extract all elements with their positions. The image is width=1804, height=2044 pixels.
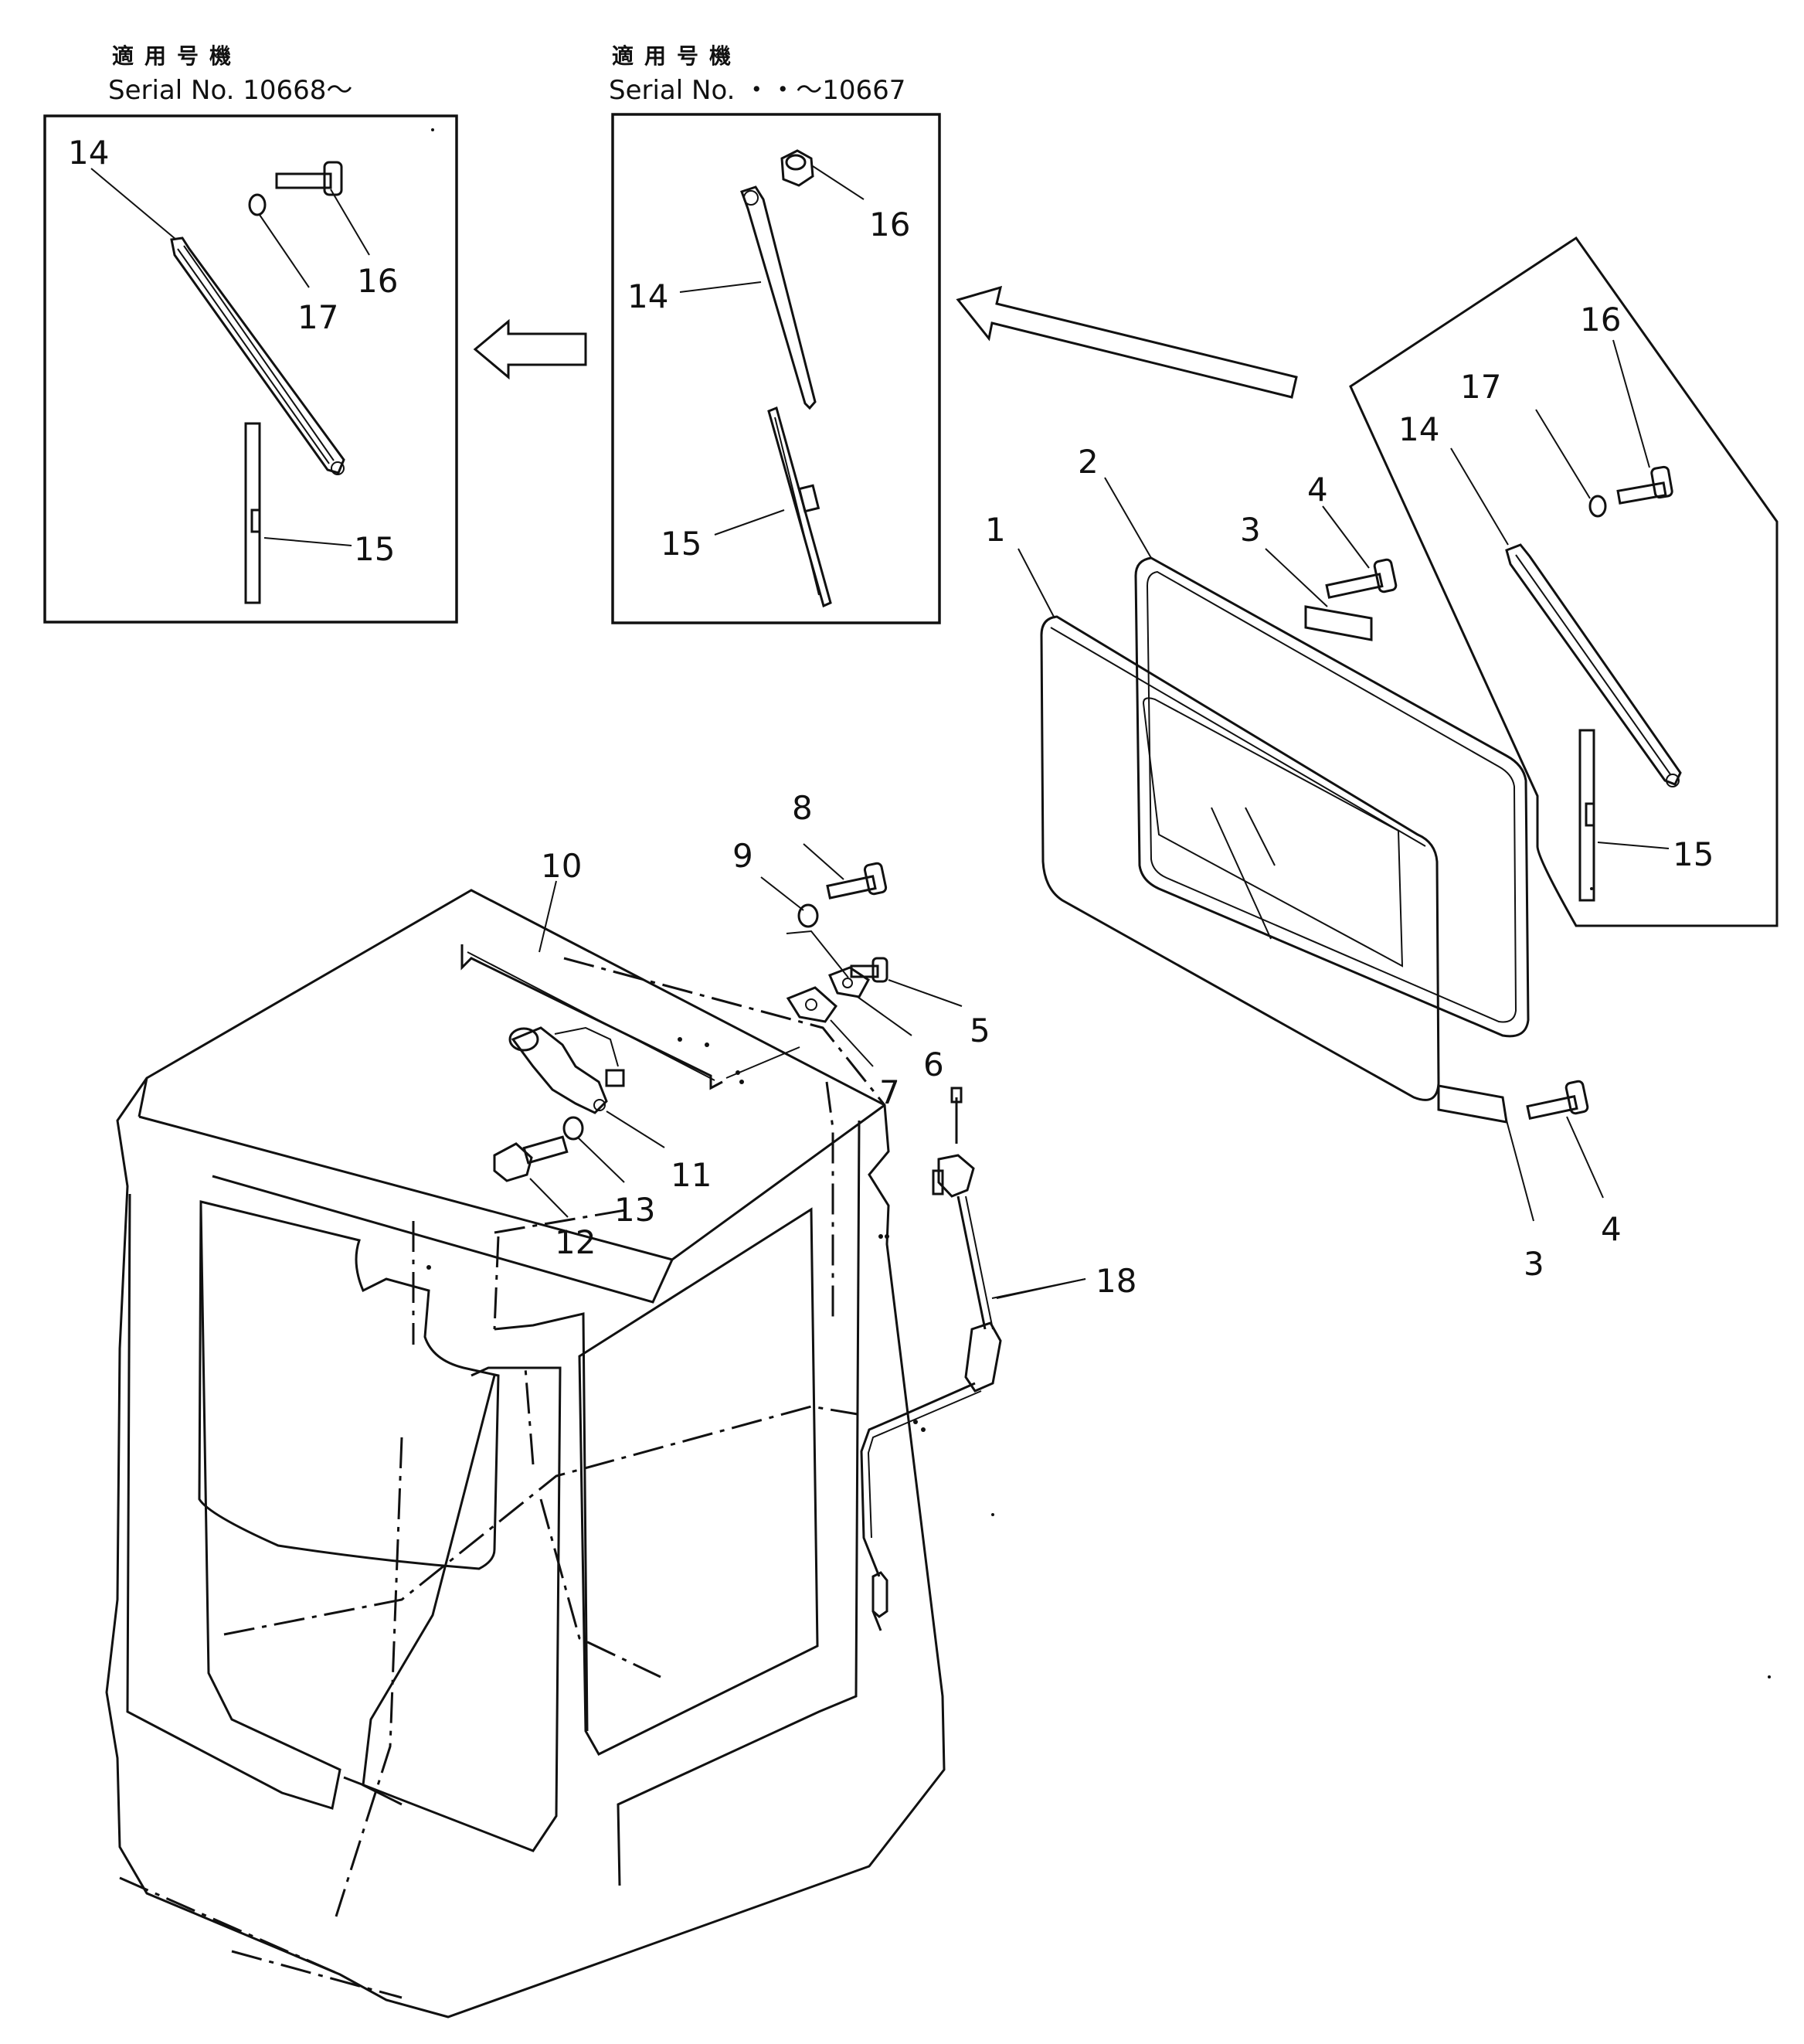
part-label-13: 13: [614, 1191, 655, 1229]
leader-line: [1566, 1116, 1604, 1199]
part-label-17: 17: [1460, 368, 1501, 406]
inset-left-header-serial: Serial No. 10668～: [108, 75, 352, 106]
cab-outline: [105, 889, 946, 2018]
inset-middle-header-jp: 適用号機: [612, 43, 742, 69]
cab-front-window: [198, 1200, 500, 1570]
cab-body: [105, 889, 946, 2018]
mounting-plate: [786, 986, 837, 1023]
leader-line: [1535, 409, 1591, 499]
part-label-16: 16: [1580, 301, 1621, 338]
leader-line: [888, 979, 963, 1007]
part-label-15: 15: [661, 525, 702, 563]
part-label-4: 4: [1307, 471, 1328, 508]
leader-line: [1104, 477, 1152, 559]
part-label-18: 18: [1096, 1262, 1136, 1300]
part-label-15: 15: [354, 530, 395, 568]
bolt-icon: [826, 862, 888, 900]
washer-icon: [797, 903, 819, 928]
part-label-14: 14: [68, 134, 109, 172]
inset-left: 適用号機 Serial No. 10668～ 14 16 17 15: [43, 43, 458, 624]
inset-left-header-jp: 適用号機: [112, 43, 242, 69]
arrow-up-left-icon: [956, 285, 1298, 399]
leader-line: [1322, 505, 1370, 569]
leader-line: [538, 880, 557, 953]
leader-line: [996, 1278, 1086, 1299]
wiper-motor-icon: [508, 1026, 625, 1114]
part-label-17: 17: [297, 298, 338, 336]
inset-middle-frame: [611, 113, 941, 624]
part-label-1: 1: [985, 511, 1006, 549]
leader-line: [606, 1110, 665, 1148]
part-label-12: 12: [555, 1223, 596, 1261]
leader-line: [1597, 842, 1670, 849]
part-label-16: 16: [357, 262, 398, 300]
window-glass: [1040, 615, 1440, 1101]
inset-middle-header-serial: Serial No. ・・～10667: [609, 75, 905, 106]
wiper-subassembly: 16 17 14 15: [1349, 236, 1779, 927]
part-label-9: 9: [732, 837, 753, 875]
bolt-icon: [493, 1135, 569, 1182]
part-label-10: 10: [541, 847, 582, 885]
window-seal: [1134, 556, 1530, 1038]
part-label-5: 5: [970, 1012, 990, 1049]
washer-icon: [248, 193, 267, 216]
part-label-4: 4: [1601, 1210, 1622, 1248]
leader-line: [330, 189, 370, 256]
cab-door-window: [578, 1207, 819, 1756]
washer-icon: [562, 1116, 584, 1141]
inset-middle: 適用号機 Serial No. ・・～10667 16 14 15: [609, 43, 941, 624]
part-label-11: 11: [671, 1156, 712, 1194]
washer-icon: [1588, 495, 1607, 518]
part-label-2: 2: [1078, 443, 1099, 481]
leader-line: [259, 214, 310, 288]
wiper-arm-icon: [170, 236, 345, 475]
leader-line: [263, 537, 352, 546]
part-label-8: 8: [792, 789, 813, 827]
leader-line: [1506, 1120, 1534, 1222]
bolt-icon: [850, 957, 888, 983]
wiper-arm-icon: [1505, 543, 1682, 787]
leader-line: [1612, 339, 1650, 468]
control-cable-icon: [860, 1087, 1002, 1631]
leader-line: [830, 1019, 874, 1067]
retainer-strip: [1304, 605, 1373, 641]
leader-line: [90, 168, 177, 240]
wiper-blade-icon: [767, 406, 832, 608]
leader-line: [679, 281, 762, 293]
part-label-16: 16: [869, 206, 910, 243]
leader-line: [857, 996, 912, 1036]
part-label-3: 3: [1240, 511, 1261, 549]
leader-line: [1265, 548, 1328, 607]
wiper-blade-icon: [244, 422, 261, 604]
wiper-linkage: 10 8 9 5 6 7 11 12 13 18: [460, 789, 1136, 1631]
part-label-14: 14: [627, 277, 668, 315]
part-label-6: 6: [923, 1046, 944, 1083]
leader-line: [812, 165, 865, 200]
mounting-plate: [828, 966, 870, 998]
bolt-icon: [1325, 558, 1398, 599]
inset-left-frame: [43, 114, 458, 624]
leader-line: [1018, 548, 1055, 619]
part-label-7: 7: [879, 1073, 900, 1111]
window-assembly: 1 2 3 4 3 4: [985, 443, 1622, 1283]
leader-line: [803, 843, 844, 880]
leader-line: [714, 509, 785, 536]
bolt-icon: [1616, 465, 1673, 505]
part-label-15: 15: [1673, 835, 1714, 873]
part-label-3: 3: [1524, 1245, 1544, 1283]
bolt-icon: [1526, 1080, 1589, 1121]
arrow-left-icon: [473, 318, 587, 380]
part-label-14: 14: [1398, 410, 1439, 448]
leader-line: [577, 1137, 625, 1183]
wiper-blade-icon: [1578, 729, 1595, 902]
leader-line: [1450, 447, 1509, 546]
leader-line: [760, 876, 804, 911]
retainer-strip: [1437, 1084, 1508, 1124]
subassembly-panel: [1349, 236, 1779, 927]
wiper-arm-icon: [740, 185, 817, 410]
leader-line: [529, 1178, 569, 1218]
nut-icon: [780, 149, 814, 187]
